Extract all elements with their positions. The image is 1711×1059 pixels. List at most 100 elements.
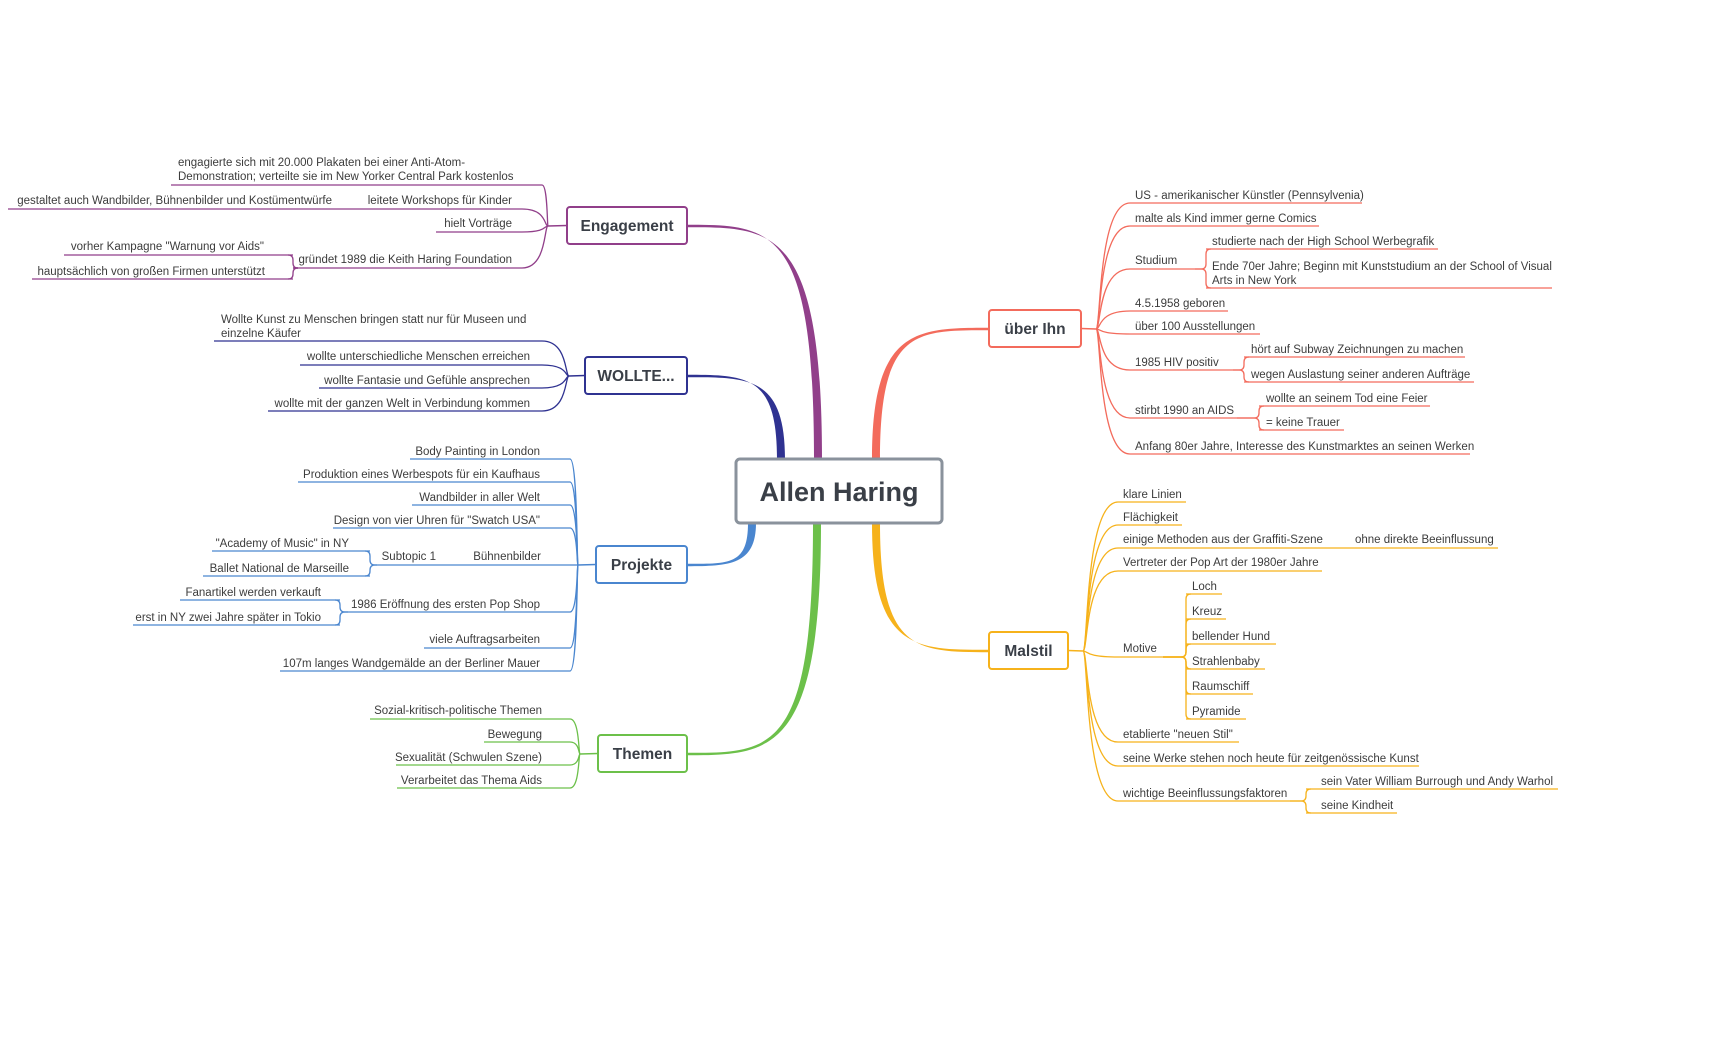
subtopic-ueb-5[interactable]: über 100 Ausstellungen bbox=[1130, 321, 1260, 335]
connector-ueb-6a-corner bbox=[1238, 364, 1245, 371]
subtopic-eng-3[interactable]: hielt Vorträge bbox=[436, 218, 522, 233]
connector-mal-8a bbox=[1290, 788, 1312, 802]
subtopic-wol-3[interactable]: wollte Fantasie und Gefühle ansprechen bbox=[319, 375, 542, 389]
subtopic-ueb-1[interactable]: US - amerikanischer Künstler (Pennsylven… bbox=[1130, 190, 1364, 204]
topic-projekte-label: Projekte bbox=[611, 557, 673, 574]
subtopic-ueb-6b[interactable]: wegen Auslastung seiner anderen Aufträge bbox=[1244, 369, 1474, 383]
subtopic-wol-2[interactable]: wollte unterschiedliche Menschen erreich… bbox=[300, 351, 542, 366]
connector-ueb-5 bbox=[1095, 328, 1131, 335]
subtopic-ueb-7b[interactable]: = keine Trauer bbox=[1259, 417, 1344, 431]
subtopic-mal-8b[interactable]: seine Kindheit bbox=[1306, 800, 1397, 814]
subtopic-eng-2[interactable]: leitete Workshops für Kinder bbox=[362, 195, 522, 210]
topic-ueber-box bbox=[988, 309, 1082, 348]
subtopic-pro-8[interactable]: 107m langes Wandgemälde an der Berliner … bbox=[280, 658, 570, 672]
subtopic-eng-4a[interactable]: vorher Kampagne "Warnung vor Aids" bbox=[64, 241, 293, 256]
topic-projekte[interactable]: Projekte bbox=[595, 545, 688, 584]
connector-mal-8b-corner bbox=[1300, 800, 1307, 807]
subtopic-pro-5a2[interactable]: Ballet National de Marseille bbox=[203, 563, 370, 577]
subtopic-ueb-3a[interactable]: studierte nach der High School Werbegraf… bbox=[1206, 236, 1438, 250]
connector-the-4 bbox=[569, 753, 581, 789]
subtopic-wol-4-text: wollte mit der ganzen Welt in Verbindung… bbox=[274, 398, 530, 410]
subtopic-eng-2a[interactable]: gestaltet auch Wandbilder, Bühnenbilder … bbox=[8, 195, 362, 210]
subtopic-pro-5-text: Bühnenbilder bbox=[473, 551, 541, 563]
subtopic-ueb-7a[interactable]: wollte an seinem Tod eine Feier bbox=[1259, 393, 1430, 407]
subtopic-ueb-4[interactable]: 4.5.1958 geboren bbox=[1130, 298, 1228, 312]
topic-themen-label: Themen bbox=[613, 746, 672, 763]
subtopic-wol-4[interactable]: wollte mit der ganzen Welt in Verbindung… bbox=[268, 398, 542, 412]
subtopic-the-4[interactable]: Verarbeitet das Thema Aids bbox=[397, 775, 570, 789]
subtopic-pro-3[interactable]: Wandbilder in aller Welt bbox=[412, 492, 570, 506]
central-topic[interactable]: Allen Haring bbox=[734, 457, 944, 525]
subtopic-pro-7[interactable]: viele Auftragsarbeiten bbox=[424, 634, 570, 649]
subtopic-the-2[interactable]: Bewegung bbox=[484, 729, 570, 743]
central-topic-box bbox=[734, 457, 944, 525]
subtopic-mal-5[interactable]: Motive bbox=[1118, 643, 1163, 658]
subtopic-pro-6[interactable]: 1986 Eröffnung des ersten Pop Shop bbox=[348, 599, 570, 613]
connector-eng-2 bbox=[521, 208, 549, 227]
topic-themen[interactable]: Themen bbox=[597, 734, 688, 773]
subtopic-mal-5d[interactable]: Strahlenbaby bbox=[1186, 656, 1265, 670]
connector-ueb-3 bbox=[1095, 268, 1131, 330]
subtopic-pro-2[interactable]: Produktion eines Werbespots für ein Kauf… bbox=[298, 469, 570, 483]
connector-ueb-7b bbox=[1237, 417, 1265, 431]
subtopic-ueb-6a-text: hört auf Subway Zeichnungen zu machen bbox=[1251, 344, 1463, 356]
subtopic-mal-6-text: etablierte "neuen Stil" bbox=[1123, 729, 1233, 741]
subtopic-eng-1-text: Demonstration; verteilte sie im New York… bbox=[178, 171, 514, 183]
subtopic-eng-1[interactable]: engagierte sich mit 20.000 Plakaten bei … bbox=[171, 157, 542, 186]
subtopic-ueb-8[interactable]: Anfang 80er Jahre, Interesse des Kunstma… bbox=[1130, 441, 1474, 455]
topic-engagement[interactable]: Engagement bbox=[566, 206, 688, 245]
subtopic-mal-5a[interactable]: Loch bbox=[1186, 581, 1222, 595]
subtopic-mal-1[interactable]: klare Linien bbox=[1118, 489, 1186, 503]
subtopic-ueb-6a[interactable]: hört auf Subway Zeichnungen zu machen bbox=[1244, 344, 1465, 358]
subtopic-pro-6a[interactable]: Fanartikel werden verkauft bbox=[180, 587, 340, 601]
subtopic-mal-5b[interactable]: Kreuz bbox=[1186, 606, 1226, 620]
subtopic-pro-5a1[interactable]: "Academy of Music" in NY bbox=[212, 538, 370, 552]
subtopic-pro-4[interactable]: Design von vier Uhren für "Swatch USA" bbox=[333, 515, 570, 529]
subtopic-pro-5a[interactable]: Subtopic 1 bbox=[377, 551, 467, 566]
subtopic-mal-3[interactable]: einige Methoden aus der Graffiti-Szene bbox=[1118, 534, 1325, 549]
connector-ueb-6b bbox=[1233, 369, 1250, 383]
subtopic-mal-2[interactable]: Flächigkeit bbox=[1118, 512, 1182, 526]
subtopic-ueb-3b-text: Arts in New York bbox=[1212, 275, 1297, 287]
subtopic-pro-5a-text: Subtopic 1 bbox=[382, 551, 436, 563]
subtopic-pro-5[interactable]: Bühnenbilder bbox=[467, 551, 570, 566]
subtopic-ueb-3b[interactable]: Ende 70er Jahre; Beginn mit Kunststudium… bbox=[1206, 261, 1552, 289]
subtopic-mal-5e[interactable]: Raumschiff bbox=[1186, 681, 1253, 695]
connector-ueb-7b-corner bbox=[1253, 417, 1260, 424]
subtopic-mal-8[interactable]: wichtige Beeinflussungsfaktoren bbox=[1118, 788, 1290, 802]
topic-ueber[interactable]: über Ihn bbox=[988, 309, 1082, 348]
connector-pro-5a1-corner bbox=[369, 559, 376, 566]
subtopic-pro-1[interactable]: Body Painting in London bbox=[410, 446, 570, 460]
connector-mal-5 bbox=[1082, 650, 1119, 658]
subtopic-eng-4[interactable]: gründet 1989 die Keith Haring Foundation bbox=[293, 254, 522, 269]
subtopic-mal-3a-text: ohne direkte Beeinflussung bbox=[1355, 534, 1494, 546]
subtopic-mal-7[interactable]: seine Werke stehen noch heute für zeitge… bbox=[1118, 753, 1420, 767]
subtopic-the-3[interactable]: Sexualität (Schwulen Szene) bbox=[395, 752, 570, 766]
subtopic-mal-6[interactable]: etablierte "neuen Stil" bbox=[1118, 729, 1239, 743]
subtopic-mal-5c[interactable]: bellender Hund bbox=[1186, 631, 1276, 645]
subtopic-wol-1[interactable]: Wollte Kunst zu Menschen bringen statt n… bbox=[214, 314, 542, 342]
subtopic-mal-4[interactable]: Vertreter der Pop Art der 1980er Jahre bbox=[1118, 557, 1322, 572]
connector-pro-6a-corner bbox=[339, 606, 346, 613]
connector-ueb-4 bbox=[1095, 310, 1131, 330]
subtopic-the-1[interactable]: Sozial-kritisch-politische Themen bbox=[370, 705, 570, 720]
subtopic-ueb-2[interactable]: malte als Kind immer gerne Comics bbox=[1130, 213, 1319, 227]
subtopic-ueb-7-text: stirbt 1990 an AIDS bbox=[1135, 405, 1234, 417]
subtopic-mal-5f[interactable]: Pyramide bbox=[1186, 706, 1246, 720]
topic-wollte[interactable]: WOLLTE... bbox=[584, 356, 688, 395]
subtopic-ueb-7[interactable]: stirbt 1990 an AIDS bbox=[1130, 405, 1237, 419]
topic-malstil[interactable]: Malstil bbox=[988, 631, 1069, 670]
connector-pro-8 bbox=[569, 564, 579, 672]
subtopic-mal-3a[interactable]: ohne direkte Beeinflussung bbox=[1346, 534, 1498, 549]
subtopic-pro-6b[interactable]: erst in NY zwei Jahre später in Tokio bbox=[133, 612, 340, 626]
subtopic-ueb-3[interactable]: Studium bbox=[1130, 255, 1195, 270]
subtopic-the-4-text: Verarbeitet das Thema Aids bbox=[401, 775, 542, 787]
subtopic-ueb-7a-text: wollte an seinem Tod eine Feier bbox=[1265, 393, 1428, 405]
subtopic-eng-4b[interactable]: hauptsächlich von großen Firmen unterstü… bbox=[32, 266, 293, 280]
subtopic-mal-5f-text: Pyramide bbox=[1192, 706, 1241, 718]
subtopic-mal-4-text: Vertreter der Pop Art der 1980er Jahre bbox=[1123, 557, 1319, 569]
subtopic-ueb-6[interactable]: 1985 HIV positiv bbox=[1130, 357, 1233, 371]
subtopic-mal-8a[interactable]: sein Vater William Burrough und Andy War… bbox=[1306, 776, 1558, 790]
connector-eng-4b bbox=[287, 267, 298, 280]
subtopic-ueb-7b-text: = keine Trauer bbox=[1266, 417, 1340, 429]
